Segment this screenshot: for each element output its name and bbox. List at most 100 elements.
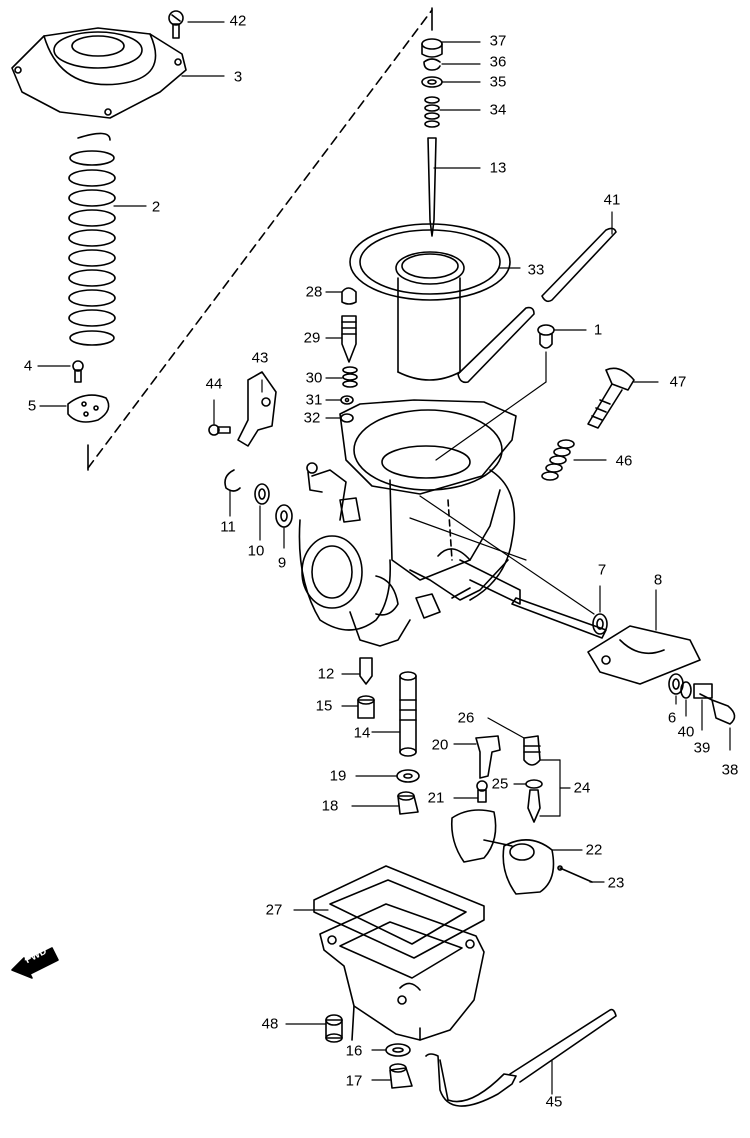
callout-23: 23	[607, 874, 625, 892]
float-22-part	[450, 809, 555, 895]
callout-16: 16	[345, 1042, 363, 1060]
washer-16-part	[385, 1043, 411, 1057]
callout-36: 36	[489, 53, 507, 71]
callout-26: 26	[457, 709, 475, 727]
screw-47-part	[587, 367, 635, 429]
oring-25-part	[525, 779, 543, 789]
callout-9: 9	[277, 554, 287, 572]
callout-7: 7	[597, 561, 607, 579]
washer-31-part	[340, 395, 354, 405]
callout-14: 14	[353, 724, 371, 742]
callout-42: 42	[229, 12, 247, 30]
callout-40: 40	[677, 723, 695, 741]
callout-29: 29	[303, 329, 321, 347]
callout-20: 20	[431, 736, 449, 754]
cap-28-part	[341, 287, 357, 305]
screw-18-part	[397, 791, 419, 815]
float-bowl-part	[319, 903, 485, 1041]
carburetor-body-part	[298, 399, 521, 647]
screw-38-part	[699, 693, 736, 725]
callout-10: 10	[247, 542, 265, 560]
callout-48: 48	[261, 1015, 279, 1033]
callout-33: 33	[527, 261, 545, 279]
callout-1: 1	[593, 321, 603, 339]
diaphragm-piston-part	[349, 223, 511, 381]
clip-36-part	[423, 58, 441, 71]
washer-7-part	[592, 613, 608, 635]
callout-47: 47	[669, 373, 687, 391]
needle-24-part	[527, 789, 541, 823]
fwd-arrow-icon	[11, 947, 59, 979]
washer-40-part	[680, 681, 692, 699]
spring-39-part	[693, 683, 713, 699]
screw-12-part	[359, 657, 373, 685]
callout-21: 21	[427, 789, 445, 807]
top-cap-part	[11, 27, 187, 119]
leader-lines	[37, 21, 731, 1095]
callout-46: 46	[615, 452, 633, 470]
callout-41: 41	[603, 191, 621, 209]
pin-23-part	[557, 865, 593, 883]
bracket-20-part	[475, 735, 501, 779]
callout-43: 43	[251, 349, 269, 367]
callout-2: 2	[151, 198, 161, 216]
callout-32: 32	[303, 409, 321, 427]
callout-35: 35	[489, 73, 507, 91]
callout-8: 8	[653, 571, 663, 589]
callout-18: 18	[321, 797, 339, 815]
jet-needle-part	[427, 137, 437, 237]
washer-19-part	[396, 769, 420, 783]
screw-44-part	[208, 424, 231, 436]
callout-38: 38	[721, 761, 739, 779]
bracket-43-part	[237, 371, 277, 447]
hose-41-part	[457, 227, 617, 384]
plug-15-part	[357, 695, 375, 719]
callout-25: 25	[491, 775, 509, 793]
callout-24: 24	[573, 779, 591, 797]
callout-17: 17	[345, 1072, 363, 1090]
drain-hose-45-part	[425, 1008, 617, 1107]
callout-28: 28	[305, 283, 323, 301]
callout-22: 22	[585, 841, 603, 859]
screw-4-part	[72, 360, 84, 383]
callout-12: 12	[317, 665, 335, 683]
screw-48-part	[325, 1014, 343, 1043]
washer-10-part	[254, 483, 270, 505]
tube-14-part	[399, 671, 417, 757]
oring-32-part	[340, 413, 354, 423]
callout-30: 30	[305, 369, 323, 387]
callout-13: 13	[489, 159, 507, 177]
screw-21-part	[476, 780, 488, 803]
clip-11-part	[224, 469, 241, 492]
float-valve-26-part	[523, 735, 541, 766]
callout-31: 31	[305, 391, 323, 409]
spring-46-part	[541, 439, 575, 481]
callout-3: 3	[233, 68, 243, 86]
spring-30-part	[342, 366, 358, 388]
callout-19: 19	[329, 767, 347, 785]
spring-part	[68, 132, 116, 346]
dashed-boundary	[87, 9, 433, 469]
callout-27: 27	[265, 901, 283, 919]
callout-34: 34	[489, 101, 507, 119]
callout-6: 6	[667, 709, 677, 727]
cap-37-part	[421, 38, 443, 58]
screw-1-part	[537, 324, 555, 349]
callout-11: 11	[220, 518, 236, 536]
callout-44: 44	[205, 375, 223, 393]
callout-45: 45	[545, 1093, 563, 1111]
washer-9-part	[275, 504, 293, 528]
plug-17-part	[389, 1063, 413, 1089]
washer-35-part	[421, 76, 443, 88]
plate-5-part	[67, 394, 110, 423]
spring-34-part	[424, 96, 440, 128]
throttle-lever-part	[511, 597, 701, 685]
screw-29-part	[341, 315, 357, 363]
callout-39: 39	[693, 739, 711, 757]
gasket-27-part	[313, 865, 485, 959]
callout-15: 15	[315, 697, 333, 715]
callout-4: 4	[23, 357, 33, 375]
callout-5: 5	[27, 397, 37, 415]
